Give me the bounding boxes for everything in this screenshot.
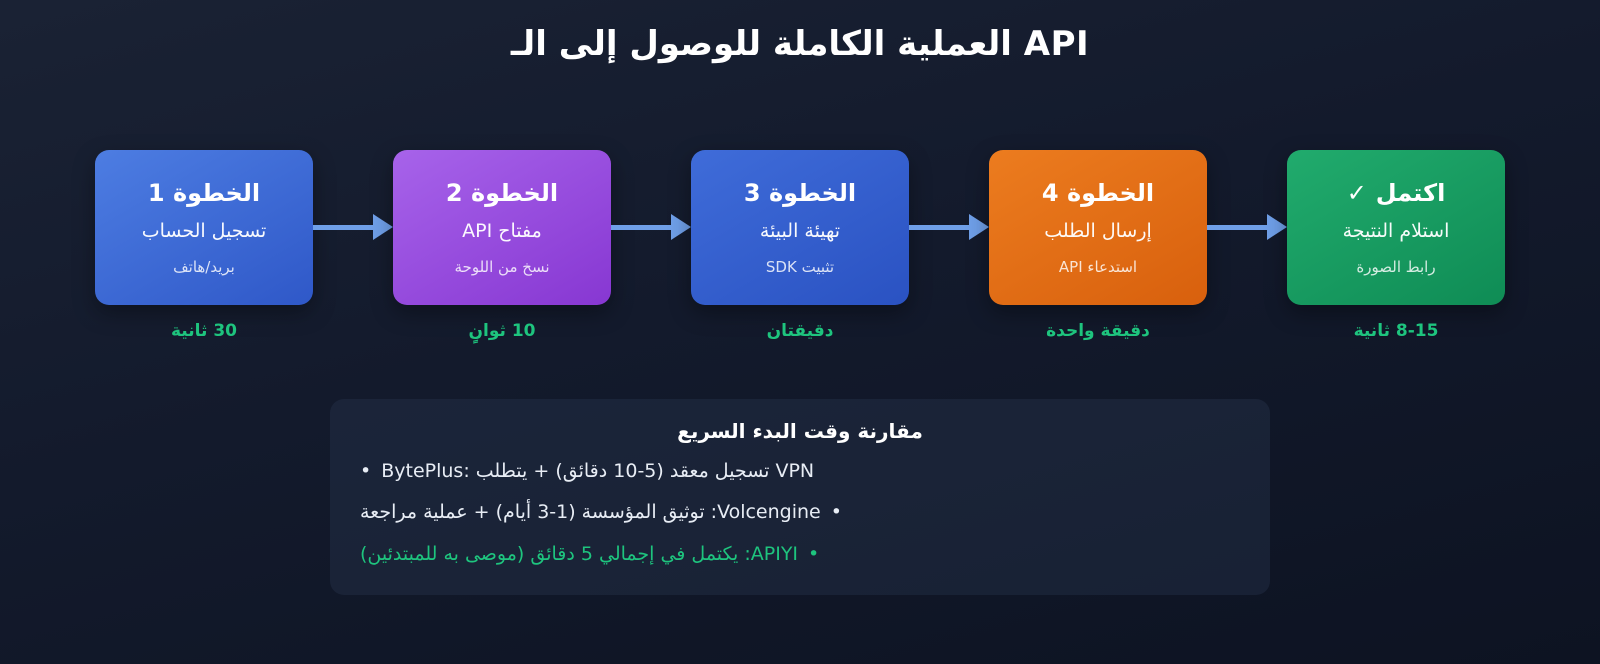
flow-arrow-icon [909,214,989,240]
step-complete-duration: 8-15 ثانية [1353,321,1439,341]
bullet-icon: • [808,542,820,565]
step-complete-heading-label: اكتمل [1375,179,1446,207]
step-4-subtitle: إرسال الطلب [1044,220,1152,242]
step-4-duration: دقيقة واحدة [1046,321,1150,341]
step-2: الخطوة 2 مفتاح API نسخ من اللوحة 10 ثوان… [393,150,611,341]
arrow-head [969,214,989,240]
flow-arrow-icon [611,214,691,240]
step-1-detail: بريد/هاتف [173,258,235,276]
step-2-heading: الخطوة 2 [445,179,559,207]
arrow-line [909,224,970,230]
comparison-item-volcengine-text: Volcengine: توثيق المؤسسة (1-3 أيام) + ع… [360,501,821,524]
flow-arrow-icon [313,214,393,240]
comparison-item-apiyi-text: APIYI: يكتمل في إجمالي 5 دقائق (موصى به … [360,542,799,565]
step-complete: ✓ اكتمل استلام النتيجة رابط الصورة 8-15 … [1287,150,1505,341]
step-3-card: الخطوة 3 تهيئة البيئة تثبيت SDK [691,150,909,305]
arrow-head [671,214,691,240]
step-1-card: الخطوة 1 تسجيل الحساب بريد/هاتف [95,150,313,305]
step-complete-card: ✓ اكتمل استلام النتيجة رابط الصورة [1287,150,1505,305]
step-4-heading: الخطوة 4 [1041,179,1155,207]
step-3-heading: الخطوة 3 [743,179,857,207]
step-2-duration: 10 ثوانٍ [468,321,536,341]
check-icon: ✓ [1346,179,1367,207]
step-3-subtitle: تهيئة البيئة [759,220,841,242]
bullet-icon: • [360,460,372,482]
step-complete-detail: رابط الصورة [1356,258,1436,276]
step-3: الخطوة 3 تهيئة البيئة تثبيت SDK دقيقتان [691,150,909,341]
step-1: الخطوة 1 تسجيل الحساب بريد/هاتف 30 ثانية [95,150,313,341]
arrow-line [611,224,672,230]
arrow-head [1267,214,1287,240]
step-4-card: الخطوة 4 إرسال الطلب استدعاء API [989,150,1207,305]
arrow-line [1207,224,1268,230]
arrow-line [313,224,374,230]
comparison-item-apiyi: • APIYI: يكتمل في إجمالي 5 دقائق (موصى ب… [360,540,1240,569]
bullet-icon: • [830,501,842,524]
step-4-detail: استدعاء API [1058,258,1138,276]
comparison-item-byteplus: • BytePlus: تسجيل معقد (5-10 دقائق) + يت… [360,457,1240,486]
step-2-detail: نسخ من اللوحة [454,258,550,276]
page-title: العملية الكاملة للوصول إلى الـ API [510,24,1090,64]
step-2-card: الخطوة 2 مفتاح API نسخ من اللوحة [393,150,611,305]
step-3-duration: دقيقتان [766,321,834,341]
process-flow: الخطوة 1 تسجيل الحساب بريد/هاتف 30 ثانية… [0,150,1600,341]
step-3-detail: تثبيت SDK [765,258,835,276]
comparison-item-byteplus-text: BytePlus: تسجيل معقد (5-10 دقائق) + يتطل… [381,460,815,482]
flow-arrow-icon [1207,214,1287,240]
comparison-item-volcengine: • Volcengine: توثيق المؤسسة (1-3 أيام) +… [360,498,1240,527]
step-1-heading: الخطوة 1 [147,179,261,207]
comparison-panel: مقارنة وقت البدء السريع • BytePlus: تسجي… [330,399,1270,596]
step-complete-subtitle: استلام النتيجة [1342,220,1450,242]
step-complete-heading: ✓ اكتمل [1347,179,1446,207]
step-1-duration: 30 ثانية [171,321,237,341]
step-4: الخطوة 4 إرسال الطلب استدعاء API دقيقة و… [989,150,1207,341]
step-1-subtitle: تسجيل الحساب [141,220,267,242]
step-2-subtitle: مفتاح API [462,220,542,242]
arrow-head [373,214,393,240]
infographic-canvas: العملية الكاملة للوصول إلى الـ API الخطو… [0,24,1600,596]
comparison-heading: مقارنة وقت البدء السريع [677,419,923,443]
